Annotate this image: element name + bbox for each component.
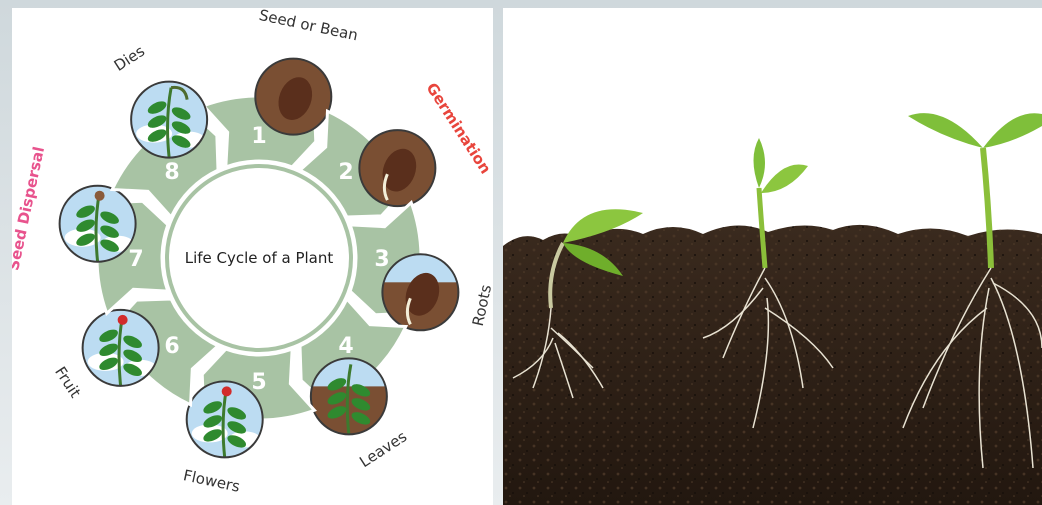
stage-5: 5Flowers — [182, 349, 315, 496]
flowering-plant-icon — [187, 381, 263, 457]
roots-icon — [382, 254, 458, 332]
stage-label: Flowers — [182, 466, 242, 496]
stage-label: Roots — [469, 283, 493, 328]
germinating-seed-icon — [359, 130, 435, 206]
stage-number: 2 — [338, 160, 353, 185]
sprout-leaves-icon — [311, 358, 387, 436]
stage-number: 8 — [164, 160, 179, 185]
stage-3: 3Roots — [350, 203, 493, 333]
stage-label: Seed or Bean — [257, 8, 359, 44]
stage-number: 6 — [164, 334, 179, 359]
stage-number: 7 — [128, 247, 143, 272]
stage-label: Fruit — [51, 363, 84, 401]
fruiting-plant-icon — [83, 310, 159, 386]
seed-bean-icon — [255, 59, 331, 135]
stage-label: Dies — [111, 42, 148, 75]
stage-number: 3 — [374, 247, 389, 272]
seedlings-photo — [503, 8, 1042, 505]
seed-dispersal-icon — [60, 186, 136, 262]
stage-label: Leaves — [356, 427, 410, 471]
stage-number: 4 — [338, 334, 353, 359]
stage-label: Seed Dispersal — [12, 145, 48, 272]
cycle-title: Life Cycle of a Plant — [185, 249, 334, 267]
stage-number: 1 — [251, 124, 266, 149]
wilted-plant-icon — [131, 82, 207, 158]
stage-number: 5 — [251, 370, 266, 395]
plant-life-cycle-diagram: Life Cycle of a Plant 1Seed or Bean2Germ… — [12, 8, 493, 505]
